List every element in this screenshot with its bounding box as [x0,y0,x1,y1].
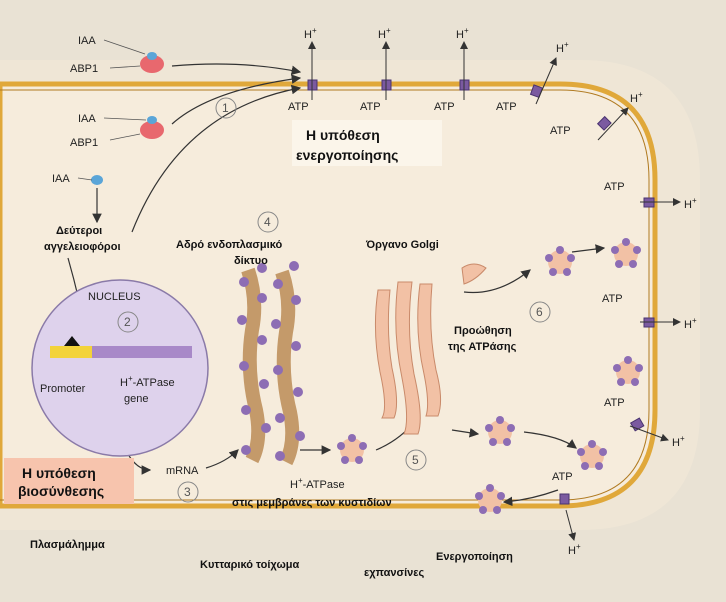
activation-title-box [292,120,442,166]
nucleus [31,279,209,457]
activation-title-line1: Η υπόθεση [306,127,380,143]
rough-er-line1: Αδρό ενδοπλασμικό [176,239,282,251]
label-lines [77,39,147,181]
svg-text:H+: H+ [456,26,469,41]
mrna-label: mRNA [166,465,199,477]
svg-text:ATP: ATP [288,101,309,113]
vesicle-membranes-label: στις μεμβράνες των κυστιδίων [232,497,392,509]
golgi-apparatus [374,263,487,435]
vesicle-atpase-label: H+-ATPase [290,476,345,491]
atpase-gene-segment [92,346,192,358]
svg-text:ATP: ATP [434,101,455,113]
svg-text:H+: H+ [672,434,685,449]
iaa-label-2: IAA [78,113,96,125]
abp1-receptor-top [140,52,164,73]
plasmalemma-label: Πλασμάλημμα [30,539,105,551]
biosynthesis-title-line2: βιοσύνθεσης [18,483,104,499]
promotion-line2: της ATPάσης [448,341,517,353]
svg-text:H+: H+ [568,542,581,557]
step-6: 6 [536,305,543,319]
biosynthesis-title-line1: Η υπόθεση [22,465,96,481]
svg-text:H+: H+ [684,316,697,331]
step-4: 4 [264,215,271,229]
svg-text:H+: H+ [630,90,643,105]
activation-title-line2: ενεργοποίησης [296,147,398,163]
expansion-line1: Ενεργοποίηση [436,551,513,563]
gene-label: gene [124,393,148,405]
svg-text:H+: H+ [556,40,569,55]
svg-text:ATP: ATP [602,293,623,305]
svg-text:H+: H+ [684,196,697,211]
svg-text:ATP: ATP [604,397,625,409]
step-5: 5 [412,453,419,467]
step-circles [117,97,551,503]
svg-text:ATP: ATP [604,181,625,193]
plasma-membrane-inner [0,89,650,501]
atpase-gene-label: H+-ATPase [120,374,175,389]
abp1-receptor-bottom [140,116,164,139]
svg-text:ATP: ATP [496,101,517,113]
atp-labels: ATP ATP ATP ATP ATP ATP ATP ATP ATP [288,101,625,483]
svg-text:H+: H+ [304,26,317,41]
promoter-label: Promoter [40,383,86,395]
step-2: 2 [124,315,131,329]
second-messengers-line2: αγγελειοφόροι [44,241,121,253]
second-messengers-line1: Δεύτεροι [56,225,102,237]
golgi-label: Όργανο Golgi [365,239,439,251]
proton-arrows [308,41,681,541]
expansion-line2: εχπανσίνες [364,567,424,579]
iaa-molecule [91,175,103,185]
cell-wall-label: Κυτταρικό τοίχωμα [200,559,300,571]
abp1-label-2: ABP1 [70,137,98,149]
svg-text:ATP: ATP [550,125,571,137]
promoter-segment [50,346,92,358]
rough-er-line2: δίκτυο [234,255,268,267]
abp1-label-1: ABP1 [70,63,98,75]
step-3: 3 [184,485,191,499]
svg-text:ATP: ATP [552,471,573,483]
proton-labels: H+ H+ H+ H+ H+ H+ H+ H+ H+ [304,26,697,557]
svg-text:ATP: ATP [360,101,381,113]
promoter-marker [64,336,80,346]
svg-text:H+: H+ [378,26,391,41]
nucleus-label: NUCLEUS [88,291,141,303]
vesicles [337,238,643,514]
rough-er [237,261,305,466]
promotion-line1: Προώθηση [454,325,512,337]
iaa-label-1: IAA [78,35,96,47]
biosynthesis-title-box [4,458,134,504]
iaa-label-3: IAA [52,173,70,185]
step-1: 1 [222,101,229,115]
